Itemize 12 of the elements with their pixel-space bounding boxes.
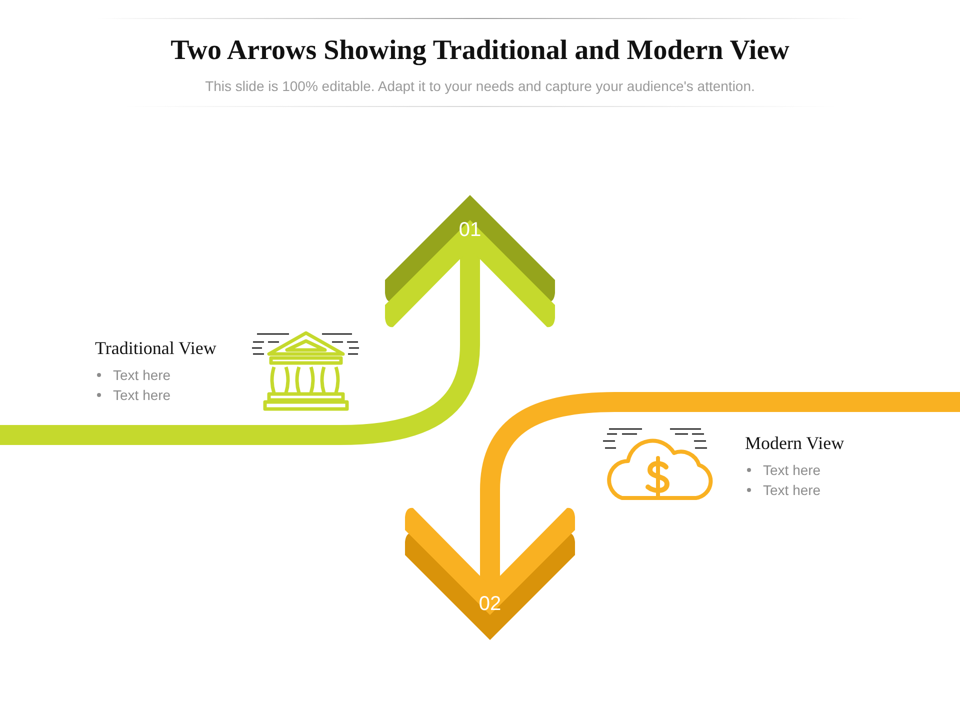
slide-title: Two Arrows Showing Traditional and Modern View <box>170 34 790 68</box>
bullet-text: Text here <box>113 366 171 384</box>
section-heading: Traditional View <box>95 337 216 359</box>
chevron-arrowhead <box>385 195 555 328</box>
bullet-text: Text here <box>763 461 821 479</box>
subtitle-text: This slide is 100% editable. Adapt it to your needs and capture your audience's attention. <box>205 77 755 95</box>
bullet-text: Text here <box>763 481 821 499</box>
bullet-text: Text here <box>113 386 171 404</box>
section-heading: Modern View <box>745 432 844 454</box>
step-number: 01 <box>458 219 482 241</box>
step-number: 02 <box>478 593 502 615</box>
chevron-arrowhead <box>405 507 575 640</box>
